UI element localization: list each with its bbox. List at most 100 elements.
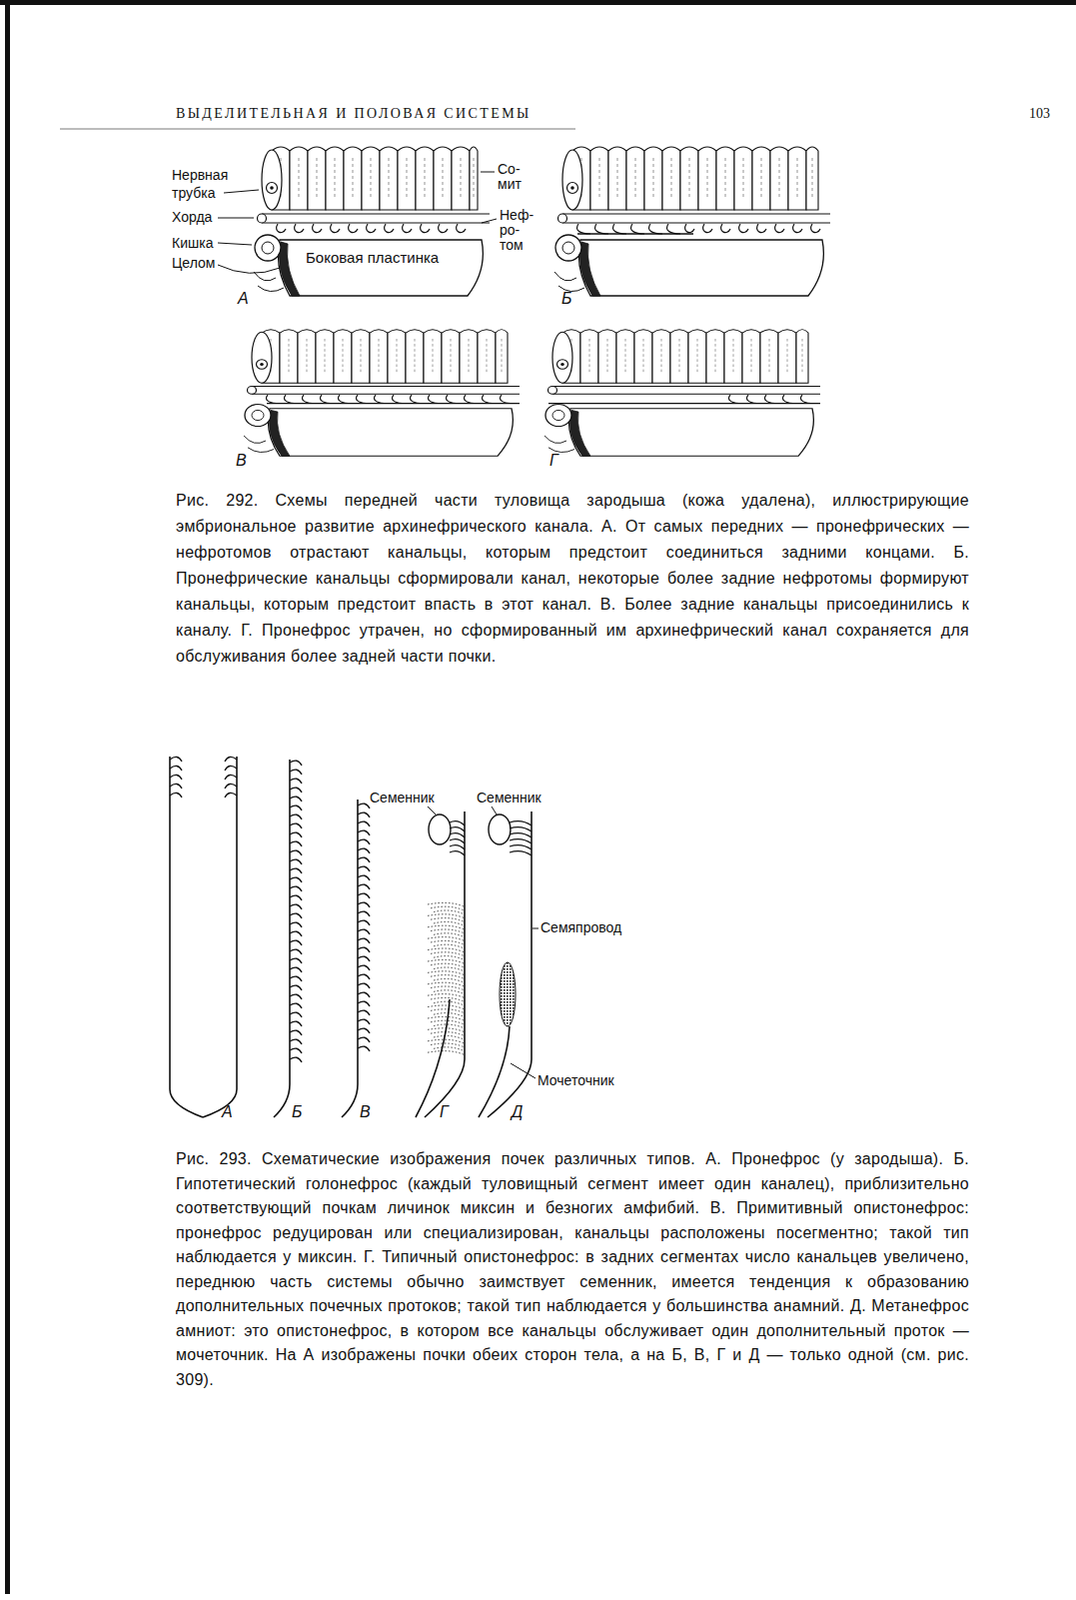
label-text: Хорда xyxy=(171,208,212,225)
somite xyxy=(307,146,326,210)
coelom xyxy=(278,241,300,296)
label-text: В xyxy=(235,451,247,469)
opisthonephric-tubule xyxy=(427,1016,464,1021)
somite xyxy=(333,329,352,384)
label-text: А xyxy=(221,1102,233,1120)
part-label: Кишка xyxy=(171,234,213,251)
kidney-tubule xyxy=(289,1030,302,1036)
label-text: Б xyxy=(291,1102,302,1120)
part-label: Семенник xyxy=(476,789,542,806)
opisthonephric-tubule xyxy=(427,982,464,987)
accessory-duct xyxy=(415,999,450,1117)
neural-tube xyxy=(256,359,268,369)
kidney-tubule xyxy=(289,976,302,982)
somite xyxy=(734,146,753,210)
somite-texture xyxy=(679,338,681,375)
somite-texture xyxy=(406,157,408,200)
opisthonephric-tubule xyxy=(430,929,464,934)
somite xyxy=(289,146,308,210)
kidney-tubule xyxy=(357,1028,370,1034)
kidney-tubule xyxy=(357,821,370,827)
kidney-tubule xyxy=(289,949,302,955)
opisthonephric-tubule xyxy=(433,910,464,915)
somite xyxy=(433,146,452,210)
somite-texture xyxy=(352,157,354,200)
leader-line xyxy=(217,264,280,273)
testis-tubule xyxy=(449,833,465,838)
kidney-tubule xyxy=(289,1057,302,1063)
somite xyxy=(379,146,398,210)
somite-texture xyxy=(733,338,735,375)
kidney-tubule xyxy=(289,904,302,910)
kidney-tubule xyxy=(289,778,302,784)
panel-letter: А xyxy=(237,289,249,308)
kidney-tubule xyxy=(289,940,302,946)
kidney-tubule xyxy=(357,830,370,836)
body-fold xyxy=(554,271,577,281)
kidney-tubule xyxy=(289,760,302,766)
somite-texture xyxy=(607,338,609,375)
opisthonephric-tubule xyxy=(433,967,464,972)
somite xyxy=(415,146,434,210)
somite-texture xyxy=(450,338,452,375)
neural-canal xyxy=(259,362,264,366)
kidney-tubule xyxy=(357,1010,370,1016)
kidney-tubule xyxy=(357,965,370,971)
kidney-tubule xyxy=(289,967,302,973)
kidney-tubule xyxy=(289,1003,302,1009)
opisthonephric-tubule xyxy=(430,975,464,980)
notochord xyxy=(261,213,490,223)
somite-texture xyxy=(396,338,398,375)
page-number: 103 xyxy=(1029,105,1051,122)
testis-tubule xyxy=(449,851,465,856)
somite-end xyxy=(552,331,573,383)
ureter xyxy=(478,1026,510,1117)
testis-tubule xyxy=(509,845,532,850)
kidney-tubule xyxy=(224,774,237,780)
somite xyxy=(680,146,699,210)
label-text: Рис. 292. Схемы передней части туловища … xyxy=(175,491,970,665)
somite-texture xyxy=(424,157,426,200)
somite xyxy=(724,329,743,384)
kidney-tubule xyxy=(289,895,302,901)
opisthonephric-tubule xyxy=(427,1051,464,1056)
label-text: Г xyxy=(439,1102,449,1120)
kidney-tubule xyxy=(357,893,370,899)
nephric-tubule xyxy=(481,394,496,404)
archinephric-duct xyxy=(273,759,290,1117)
somite-texture xyxy=(743,157,745,200)
label-text: Целом xyxy=(171,254,215,271)
testis-tubule xyxy=(449,845,465,850)
notochord-end xyxy=(247,386,257,395)
nephric-tubule xyxy=(420,223,430,233)
nephric-tubule xyxy=(409,394,424,404)
notochord xyxy=(552,386,821,395)
somite xyxy=(662,146,681,210)
opisthonephric-tubule xyxy=(430,906,464,911)
nephric-tubule xyxy=(811,223,821,233)
lateral-plate xyxy=(568,408,814,457)
kidney-tubule xyxy=(289,1012,302,1018)
part-label: Целом xyxy=(171,254,215,271)
opisthonephric-tubule xyxy=(427,994,464,999)
label-text: Семенник xyxy=(369,789,435,806)
archinephric-duct xyxy=(341,799,358,1117)
somite xyxy=(369,329,388,384)
label-text: Нервная трубка xyxy=(171,166,228,201)
opisthonephric-tubule xyxy=(433,956,464,961)
coelom xyxy=(569,409,591,456)
kidney-tubule xyxy=(357,812,370,818)
somite xyxy=(469,146,478,210)
label-text: Со-мит xyxy=(497,160,522,192)
body-fold xyxy=(257,285,284,292)
somite-texture xyxy=(468,338,470,375)
somite xyxy=(688,329,707,384)
opisthonephric-tubule xyxy=(430,918,464,923)
kidney-tubule xyxy=(289,832,302,838)
label-text: Б xyxy=(561,289,572,307)
nephric-tubule xyxy=(427,394,442,404)
somite-texture xyxy=(751,338,753,375)
nephric-tubule xyxy=(445,394,460,404)
pronephric-duct xyxy=(169,756,203,1117)
label-text: Мочеточник xyxy=(537,1072,615,1088)
